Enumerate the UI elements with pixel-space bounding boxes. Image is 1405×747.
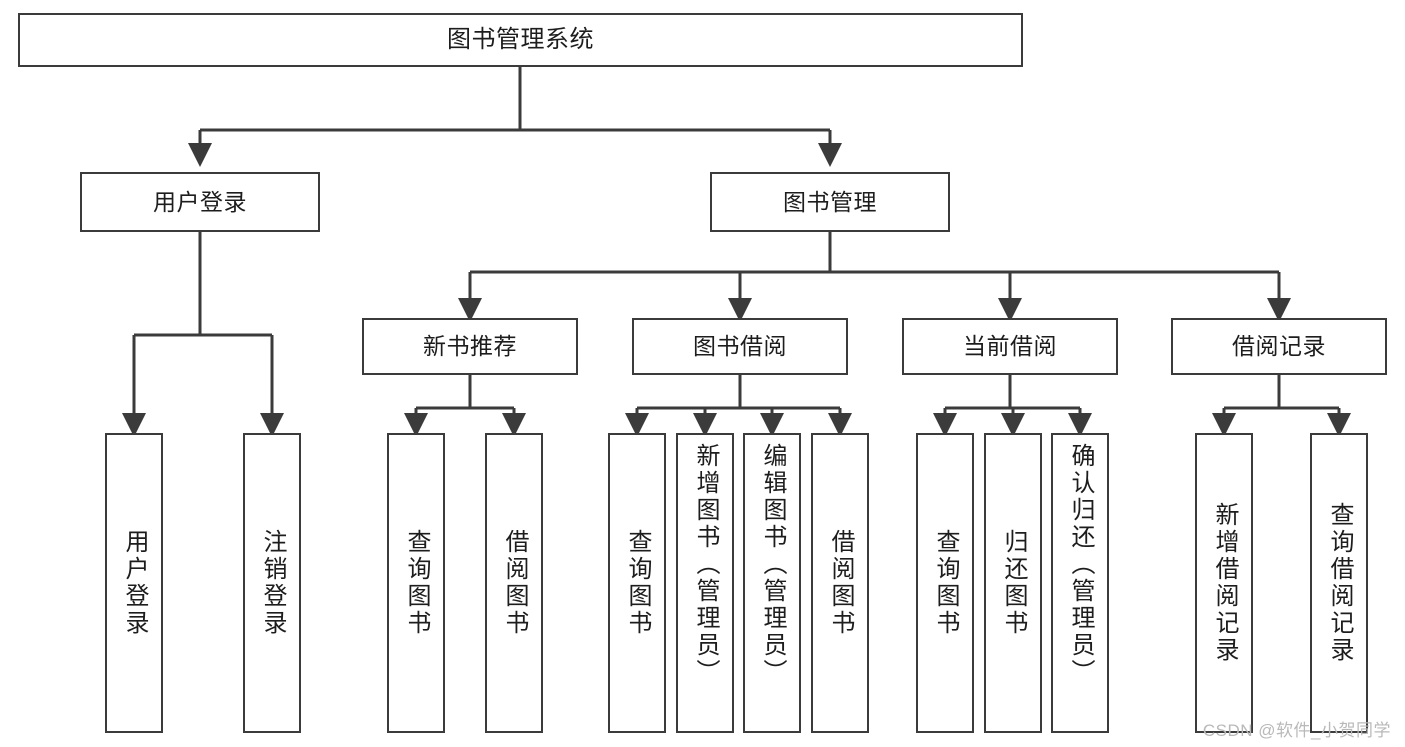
leaf-label: 借阅图书	[827, 529, 854, 637]
leaf-label: 注销登录	[259, 529, 286, 637]
node-book-borrow[interactable]: 图书借阅	[632, 318, 848, 375]
node-root[interactable]: 图书管理系统	[18, 13, 1023, 67]
node-user-login[interactable]: 用户登录	[80, 172, 320, 232]
leaf-recommend-borrow-book[interactable]: 借阅图书	[485, 433, 543, 733]
leaf-label: 新增图书（管理员）	[692, 443, 719, 686]
node-book-management[interactable]: 图书管理	[710, 172, 950, 232]
leaf-recommend-query-book[interactable]: 查询图书	[387, 433, 445, 733]
node-book-borrow-label: 图书借阅	[693, 333, 787, 360]
leaf-borrow-borrow-book[interactable]: 借阅图书	[811, 433, 869, 733]
leaf-label: 确认归还（管理员）	[1067, 443, 1094, 686]
leaf-label: 编辑图书（管理员）	[759, 443, 786, 686]
leaf-borrow-edit-book-admin[interactable]: 编辑图书（管理员）	[743, 433, 801, 733]
node-user-login-label: 用户登录	[153, 188, 247, 215]
csdn-watermark: CSDN @软件_小贺同学	[1202, 721, 1391, 740]
leaf-label: 新增借阅记录	[1211, 502, 1238, 664]
leaf-current-confirm-return-admin[interactable]: 确认归还（管理员）	[1051, 433, 1109, 733]
node-current-borrow[interactable]: 当前借阅	[902, 318, 1118, 375]
node-new-book-recommend[interactable]: 新书推荐	[362, 318, 578, 375]
node-current-borrow-label: 当前借阅	[963, 333, 1057, 360]
leaf-label: 借阅图书	[501, 529, 528, 637]
node-new-book-recommend-label: 新书推荐	[423, 333, 517, 360]
leaf-label: 归还图书	[1000, 529, 1027, 637]
leaf-user-login-logout[interactable]: 注销登录	[243, 433, 301, 733]
leaf-label: 查询图书	[624, 529, 651, 637]
leaf-borrow-query-book[interactable]: 查询图书	[608, 433, 666, 733]
leaf-label: 查询图书	[403, 529, 430, 637]
node-borrow-record-label: 借阅记录	[1232, 333, 1326, 360]
leaf-borrow-add-book-admin[interactable]: 新增图书（管理员）	[676, 433, 734, 733]
leaf-current-return-book[interactable]: 归还图书	[984, 433, 1042, 733]
leaf-label: 查询图书	[932, 529, 959, 637]
leaf-current-query-book[interactable]: 查询图书	[916, 433, 974, 733]
leaf-record-query-record[interactable]: 查询借阅记录	[1310, 433, 1368, 733]
leaf-user-login-login[interactable]: 用户登录	[105, 433, 163, 733]
leaf-record-add-record[interactable]: 新增借阅记录	[1195, 433, 1253, 733]
leaf-label: 查询借阅记录	[1326, 502, 1353, 664]
node-borrow-record[interactable]: 借阅记录	[1171, 318, 1387, 375]
leaf-label: 用户登录	[121, 529, 148, 637]
node-book-management-label: 图书管理	[783, 188, 877, 215]
node-root-label: 图书管理系统	[447, 26, 594, 54]
